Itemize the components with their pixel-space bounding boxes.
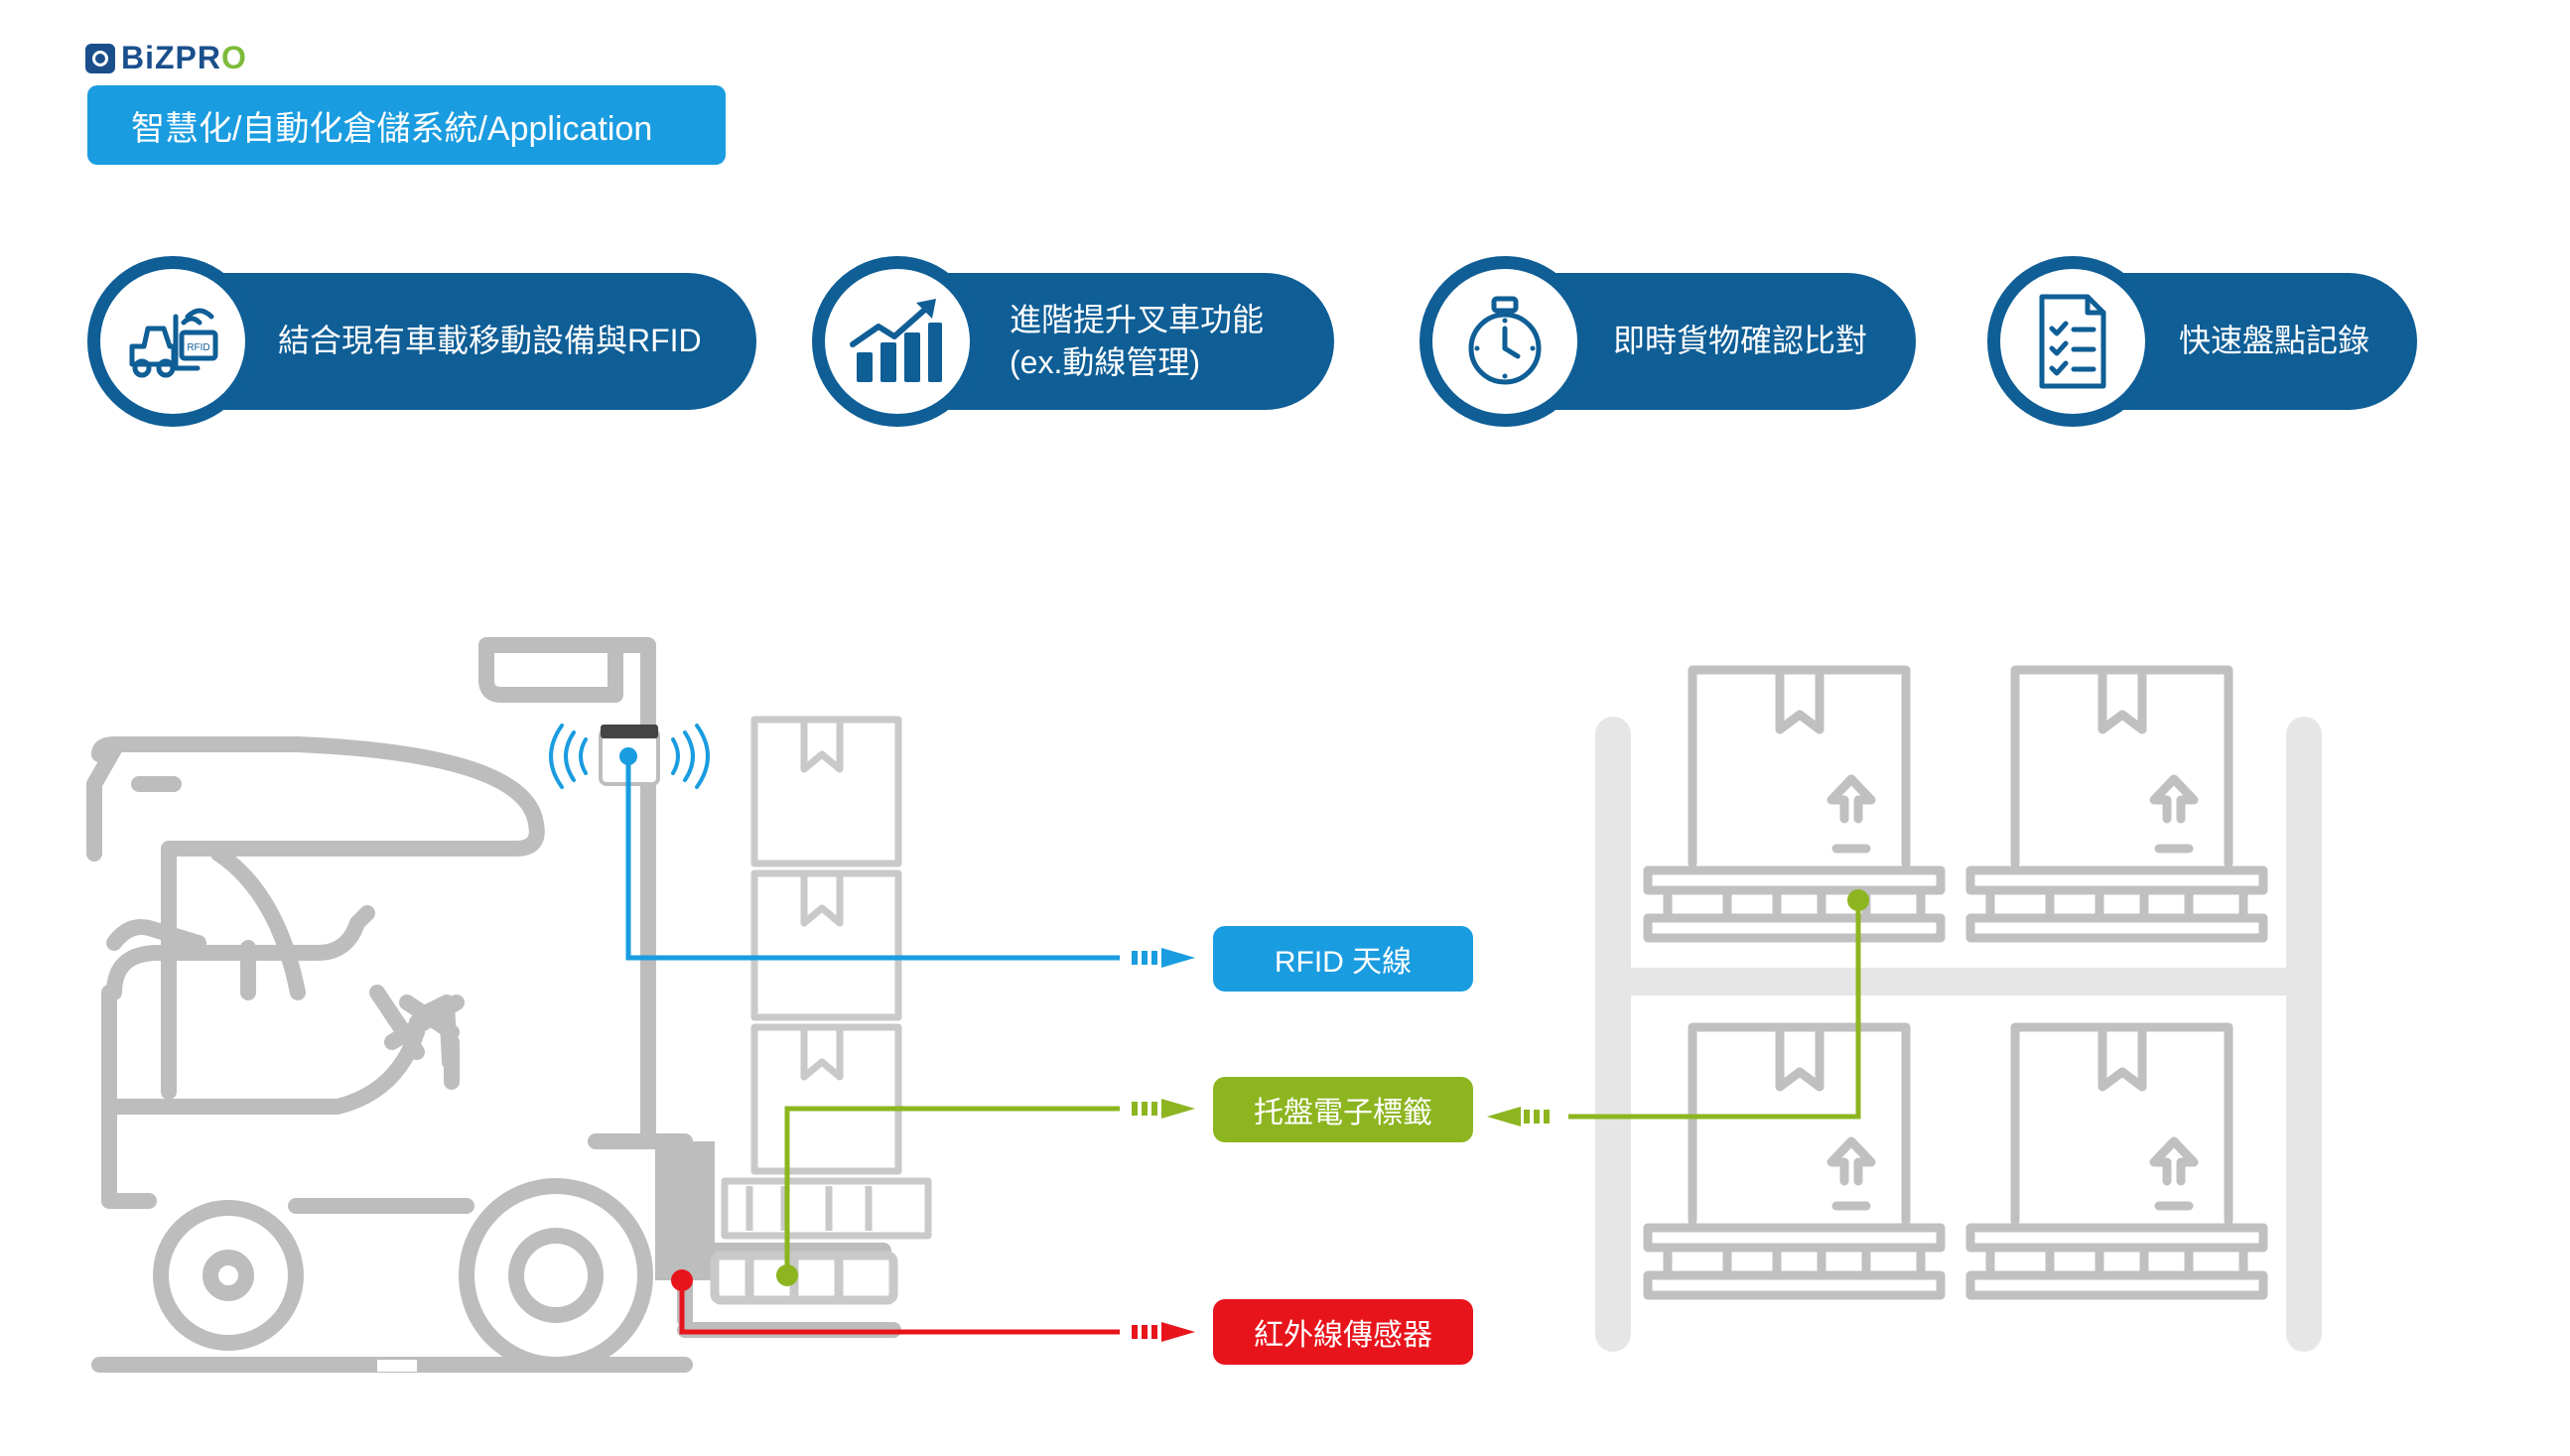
growth-chart-icon (850, 299, 942, 382)
page-title: 智慧化/自動化倉儲系統/Application (87, 85, 726, 165)
feature-1-badge: RFID (87, 256, 258, 427)
stopwatch-icon (1468, 296, 1542, 385)
forklift-rear-wheel (153, 1200, 304, 1351)
pallet-tag-connector-line-left (776, 1099, 1195, 1286)
ir-sensor-connector-line (671, 1269, 1195, 1342)
forklift-box-stack (721, 716, 932, 1240)
feature-1-text: 結合現有車載移動設備與RFID (278, 323, 702, 359)
logo-mark-icon (85, 43, 115, 73)
rack-pallet-grid (1643, 665, 2268, 1300)
rfid-antenna-label: RFID 天線 (1213, 926, 1473, 992)
feature-2-badge (812, 256, 983, 427)
forklift-fork-carriage (655, 1141, 715, 1280)
forklift-body (101, 1014, 425, 1115)
pallet-tag-connector-line-right (1487, 889, 1869, 1126)
rfid-arrow-icon (1161, 948, 1195, 968)
logo-text: BiZPR (121, 40, 221, 75)
checklist-icon (2039, 294, 2106, 389)
forklift-mast-top (478, 637, 623, 703)
feature-2-line2: (ex.動線管理) (1010, 344, 1201, 380)
warehouse-rack (1595, 717, 2322, 1352)
pallet-tag-arrow-left-icon (1487, 1107, 1521, 1126)
forklift-mast (608, 637, 656, 1149)
forklift-rfid-icon: RFID (129, 308, 218, 378)
rfid-antenna-device (549, 724, 710, 789)
feature-2-line1: 進階提升叉車功能 (1010, 301, 1265, 337)
forklift-canopy (91, 736, 545, 1100)
logo-text-o: O (221, 40, 247, 75)
pallet-tag-label: 托盤電子標籤 (1213, 1077, 1473, 1142)
feature-3-badge (1420, 256, 1590, 427)
ir-sensor-arrow-icon (1161, 1322, 1195, 1342)
feature-4-badge (1987, 256, 2158, 427)
ir-sensor-label: 紅外線傳感器 (1213, 1299, 1473, 1365)
forklift-fork-pallet (710, 1251, 898, 1305)
forklift-icon-rfid-text: RFID (187, 342, 209, 353)
feature-4-text: 快速盤點記錄 (2179, 323, 2370, 359)
bizpro-logo: BiZPRO (85, 40, 247, 76)
forklift-front-wheel (459, 1178, 653, 1373)
rfid-connector-line (625, 759, 1195, 968)
feature-3-text: 即時貨物確認比對 (1613, 323, 1868, 359)
pallet-tag-arrow-right-icon (1161, 1099, 1195, 1119)
